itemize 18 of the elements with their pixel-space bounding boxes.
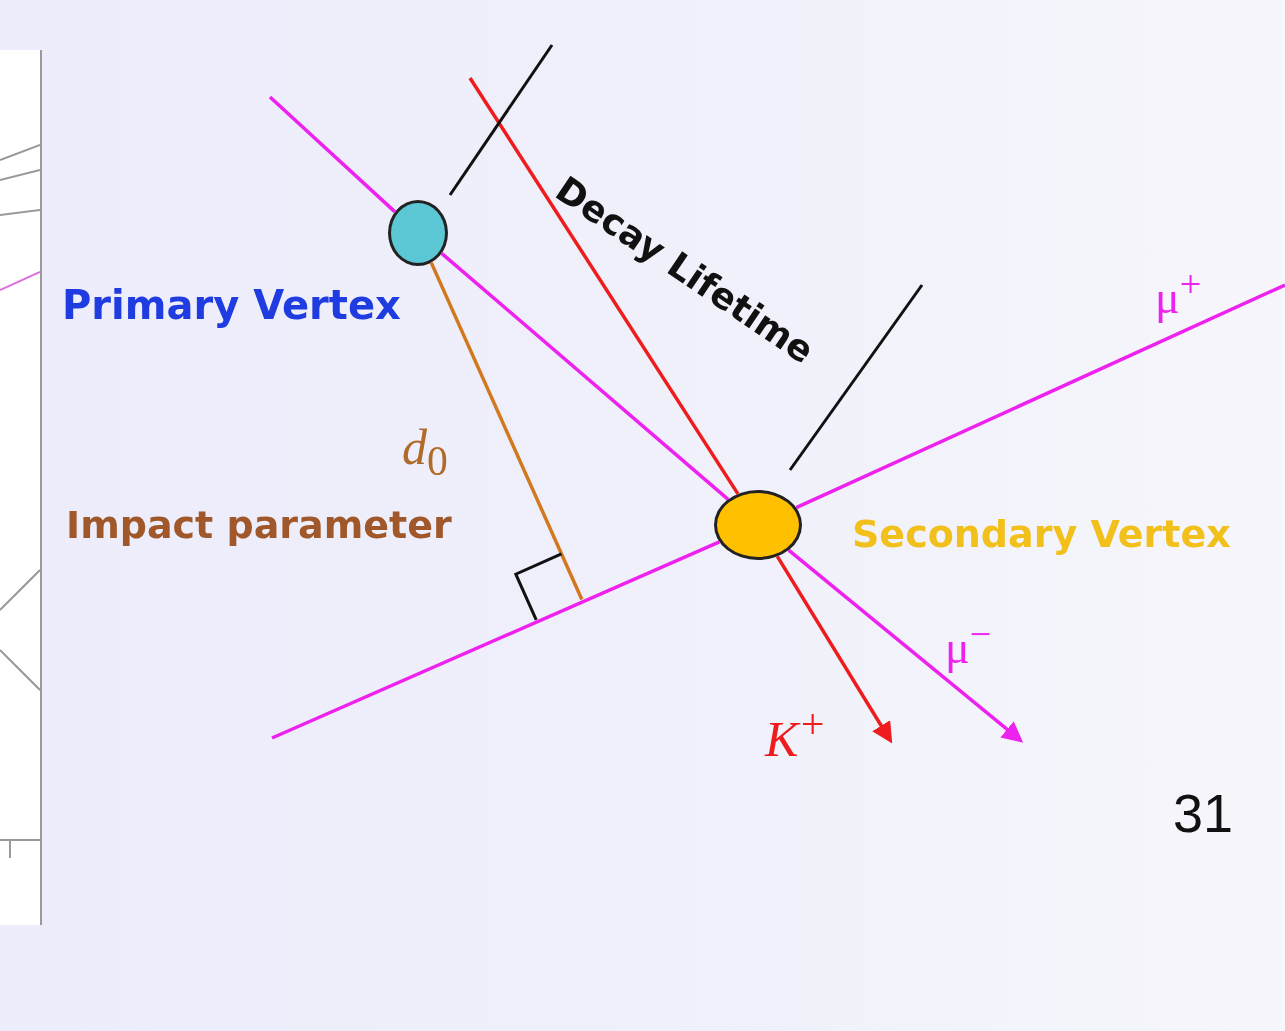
track-line <box>268 95 397 214</box>
vertex-label: Secondary Vertex <box>852 512 1231 556</box>
track-line <box>440 252 730 501</box>
track-line <box>468 77 740 495</box>
track-arrow <box>775 555 893 744</box>
edge-label: K$^{+}$ <box>765 700 827 768</box>
edge-label: μ$^{−}$ <box>945 612 992 675</box>
track-arrow <box>787 548 1024 743</box>
track-line <box>271 540 721 740</box>
page-number: 31 <box>1173 782 1234 844</box>
vertex-label: Primary Vertex <box>62 282 401 328</box>
vertex-marker <box>714 490 802 560</box>
quantity-label: Impact parameter <box>66 503 452 547</box>
edge-label: d$_{0}$ <box>402 418 448 485</box>
vertex-marker <box>388 200 448 266</box>
edge-label: μ$^{+}$ <box>1155 262 1202 325</box>
track-line <box>795 283 1285 510</box>
track-line <box>429 261 584 601</box>
